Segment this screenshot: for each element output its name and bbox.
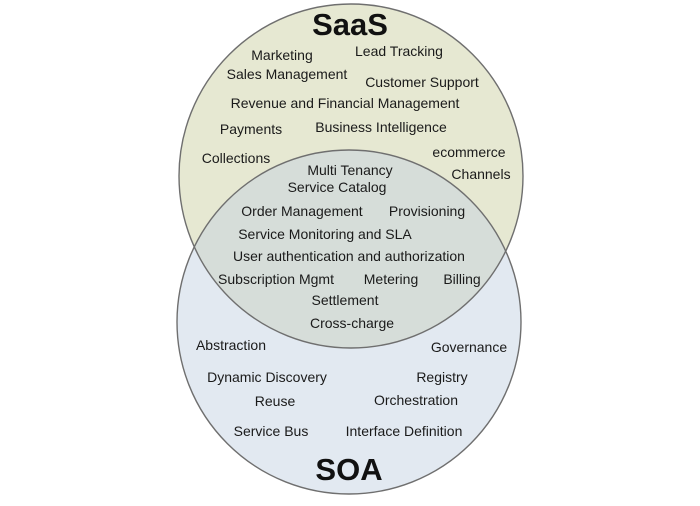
overlap-item-subscription-mgmt: Subscription Mgmt — [218, 271, 334, 287]
soa-item-service-bus: Service Bus — [234, 423, 309, 439]
saas-item-lead-tracking: Lead Tracking — [355, 43, 443, 59]
overlap-item-provisioning: Provisioning — [389, 203, 465, 219]
soa-item-registry: Registry — [416, 369, 467, 385]
soa-item-orchestration: Orchestration — [374, 392, 458, 408]
saas-item-revenue-financial-management: Revenue and Financial Management — [231, 95, 460, 111]
saas-item-customer-support: Customer Support — [365, 74, 479, 90]
overlap-item-order-management: Order Management — [241, 203, 363, 219]
overlap-item-multi-tenancy: Multi Tenancy — [307, 162, 392, 178]
saas-circle-outline — [178, 3, 524, 349]
soa-item-dynamic-discovery: Dynamic Discovery — [207, 369, 327, 385]
saas-title: SaaS — [312, 7, 388, 42]
overlap-item-metering: Metering — [364, 271, 418, 287]
saas-item-payments: Payments — [220, 121, 282, 137]
overlap-item-service-monitoring-sla: Service Monitoring and SLA — [238, 226, 412, 242]
soa-item-interface-definition: Interface Definition — [346, 423, 463, 439]
overlap-item-user-authentication: User authentication and authorization — [233, 248, 465, 264]
overlap-item-billing: Billing — [443, 271, 480, 287]
saas-item-sales-management: Sales Management — [227, 66, 348, 82]
saas-item-collections: Collections — [202, 150, 270, 166]
saas-item-marketing: Marketing — [251, 47, 312, 63]
soa-item-reuse: Reuse — [255, 393, 296, 409]
overlap-region — [179, 150, 521, 348]
saas-item-ecommerce: ecommerce — [432, 144, 505, 160]
overlap-item-settlement: Settlement — [312, 292, 379, 308]
saas-item-channels: Channels — [451, 166, 510, 182]
soa-item-abstraction: Abstraction — [196, 337, 266, 353]
overlap-item-cross-charge: Cross-charge — [310, 315, 394, 331]
overlap-item-service-catalog: Service Catalog — [288, 179, 387, 195]
soa-circle-outline — [176, 149, 522, 495]
soa-item-governance: Governance — [431, 339, 507, 355]
soa-title: SOA — [315, 452, 382, 487]
saas-item-business-intelligence: Business Intelligence — [315, 119, 447, 135]
